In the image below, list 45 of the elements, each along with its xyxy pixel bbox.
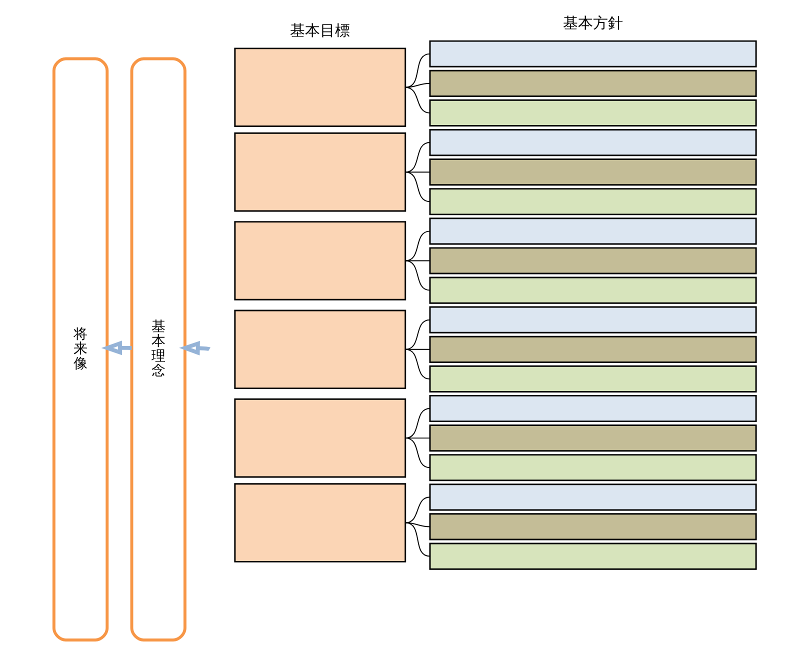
arrow — [179, 340, 210, 356]
node-box — [429, 424, 757, 452]
node-box — [234, 132, 406, 212]
node-box — [429, 484, 757, 511]
node-box — [429, 394, 757, 422]
node-box — [429, 306, 757, 334]
node-box — [429, 513, 757, 540]
node-box — [234, 221, 406, 300]
connector — [404, 86, 430, 114]
connector — [404, 438, 430, 468]
node-box: 基本理念 — [130, 57, 186, 642]
node-box — [429, 542, 757, 570]
node-box — [234, 48, 406, 127]
connector — [404, 172, 430, 202]
connector — [404, 260, 430, 291]
node-box — [234, 483, 406, 562]
node-box — [234, 398, 406, 478]
node-box — [429, 247, 757, 274]
connector — [404, 408, 430, 439]
connector — [404, 348, 430, 380]
connector — [404, 53, 430, 88]
connector — [404, 438, 430, 439]
node-box — [429, 70, 757, 97]
node-box — [429, 365, 757, 392]
node-box — [429, 218, 757, 245]
node-box — [429, 99, 757, 127]
node-box — [429, 454, 757, 482]
node-box — [429, 158, 757, 186]
connector — [404, 522, 430, 557]
connector — [404, 230, 430, 262]
connector — [404, 260, 430, 262]
connector — [404, 172, 430, 173]
label: 基本目標 — [290, 22, 350, 40]
node-box: 将来像 — [52, 57, 109, 642]
connector — [404, 142, 430, 173]
connector — [404, 319, 430, 350]
node-box — [429, 188, 757, 216]
node-box — [429, 40, 757, 68]
connector — [404, 496, 430, 524]
label: 基本方針 — [563, 14, 624, 32]
arrow — [101, 340, 132, 356]
node-box — [234, 310, 406, 390]
node-box — [429, 128, 757, 156]
node-box — [429, 336, 757, 363]
node-box — [429, 276, 757, 304]
